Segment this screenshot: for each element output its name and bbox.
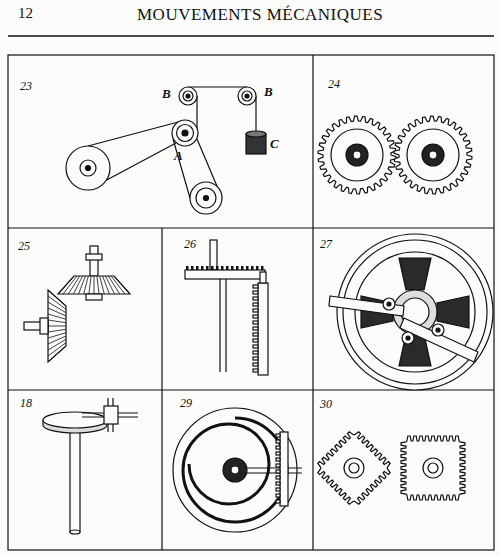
disc-and-pinion xyxy=(43,398,138,534)
gear-tooth xyxy=(201,266,204,270)
gear-tooth xyxy=(261,266,264,270)
gear-tooth xyxy=(111,276,125,294)
gear-tooth xyxy=(103,276,110,294)
gear-tooth xyxy=(253,351,258,354)
gear-tooth xyxy=(276,434,280,437)
spur-gears xyxy=(318,116,472,194)
gear-tooth xyxy=(216,266,219,270)
spoked-wheel xyxy=(329,234,493,390)
square-gears xyxy=(318,432,465,504)
gear-tooth xyxy=(253,285,258,288)
figure-number: 25 xyxy=(18,240,30,252)
gear-tooth xyxy=(246,266,249,270)
gear-rim xyxy=(401,436,465,500)
gear-tooth xyxy=(89,276,91,294)
figure-number: 26 xyxy=(184,238,196,250)
gear-tooth xyxy=(256,266,259,270)
panel-frame xyxy=(8,55,494,550)
gear-tooth xyxy=(253,357,258,360)
gear-tooth xyxy=(191,266,194,270)
gear-tooth xyxy=(186,266,189,270)
header-rule xyxy=(8,35,494,36)
gear-tooth xyxy=(196,266,199,270)
gear-tooth xyxy=(253,369,258,372)
gear-rim xyxy=(394,116,472,194)
part-letter: C xyxy=(270,137,279,150)
gear-tooth xyxy=(253,291,258,294)
part-letter: A xyxy=(174,149,183,162)
gear-tooth xyxy=(276,458,280,461)
gear-tooth xyxy=(253,321,258,324)
gear-tooth xyxy=(253,303,258,306)
gear-tooth xyxy=(253,339,258,342)
gear-tooth xyxy=(48,346,66,362)
gear-tooth xyxy=(276,464,280,467)
spiral-disc xyxy=(173,408,302,532)
gear-tooth xyxy=(226,266,229,270)
gear-tooth xyxy=(206,266,209,270)
gear-tooth xyxy=(73,276,82,294)
page-title: MOUVEMENTS MÉCANIQUES xyxy=(137,6,383,23)
gear-tooth xyxy=(276,452,280,455)
figure-number: 27 xyxy=(320,238,332,250)
figure-number: 30 xyxy=(320,398,332,410)
panel-divider xyxy=(8,227,494,228)
gear-tooth xyxy=(97,276,99,294)
part-letter: B xyxy=(264,85,273,98)
gear-tooth xyxy=(253,309,258,312)
gear-tooth xyxy=(48,320,66,323)
gear-tooth xyxy=(276,470,280,473)
part-letter: B xyxy=(162,87,171,100)
gear-tooth xyxy=(253,363,258,366)
gear-tooth xyxy=(251,266,254,270)
rack-and-pinion xyxy=(185,240,268,375)
gear-tooth xyxy=(94,276,95,294)
pulley-system xyxy=(66,87,266,214)
gear-tooth xyxy=(236,266,239,270)
gear-tooth xyxy=(253,297,258,300)
panel-divider xyxy=(312,55,313,550)
gear-tooth xyxy=(84,276,89,294)
gear-rim xyxy=(318,116,396,194)
gear-tooth xyxy=(48,326,66,327)
gear-tooth xyxy=(276,482,280,485)
gear-tooth xyxy=(48,302,66,313)
gear-tooth xyxy=(58,276,74,294)
gear-tooth xyxy=(221,266,224,270)
gear-tooth xyxy=(253,333,258,336)
figure-number: 24 xyxy=(328,78,340,90)
page-number: 12 xyxy=(18,6,33,21)
gear-tooth xyxy=(114,276,130,294)
gear-tooth xyxy=(48,314,66,319)
gear-tooth xyxy=(231,266,234,270)
figure-number: 29 xyxy=(180,397,192,409)
panel-divider xyxy=(161,228,162,550)
gear-tooth xyxy=(211,266,214,270)
gear-tooth xyxy=(48,336,66,344)
gear-tooth xyxy=(48,329,66,332)
gear-tooth xyxy=(241,266,244,270)
bevel-gears xyxy=(24,246,130,362)
gear-tooth xyxy=(253,315,258,318)
gear-tooth xyxy=(276,500,280,503)
gear-tooth xyxy=(276,446,280,449)
gear-tooth xyxy=(276,494,280,497)
gear-tooth xyxy=(253,345,258,348)
gear-tooth xyxy=(253,327,258,330)
gear-tooth xyxy=(276,488,280,491)
gear-tooth xyxy=(276,440,280,443)
gear-tooth xyxy=(276,476,280,479)
figure-number: 18 xyxy=(20,397,32,409)
gear-rim xyxy=(318,432,390,504)
figure-number: 23 xyxy=(20,80,32,92)
